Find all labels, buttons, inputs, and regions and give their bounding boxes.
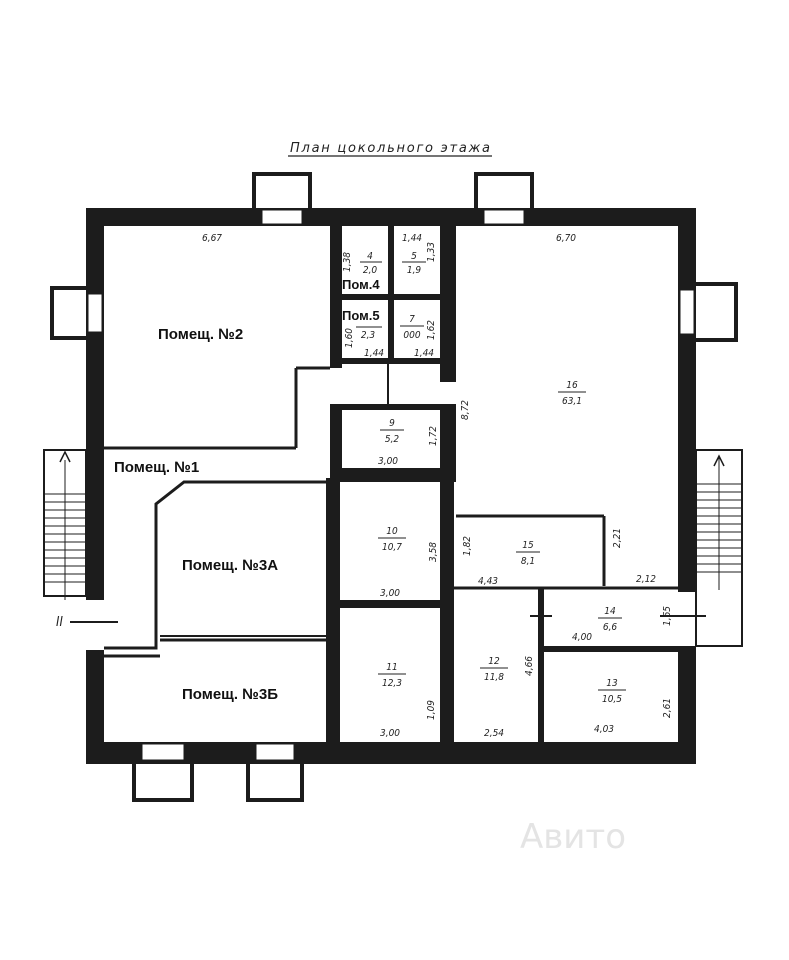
svg-text:2,61: 2,61 [662, 698, 673, 718]
room-12: 12 11,8 [480, 656, 508, 683]
window-opening-top-left [261, 209, 303, 225]
svg-text:2,0: 2,0 [363, 265, 378, 276]
room-4: 4 2,0 [360, 251, 382, 276]
room-9: 9 5,2 [380, 418, 404, 445]
svg-text:6,6: 6,6 [603, 622, 618, 633]
label-pom2: Помещ. №2 [158, 326, 243, 343]
room-14: 14 6,6 [598, 606, 622, 633]
svg-text:4,00: 4,00 [572, 632, 592, 643]
window-opening-left [87, 293, 103, 333]
svg-text:2,3: 2,3 [361, 330, 376, 341]
svg-text:2,54: 2,54 [484, 728, 504, 739]
window-opening-right [679, 289, 695, 335]
dimensions: 6,67 6,70 1,44 1,33 1,38 1,60 1,62 1,44 … [202, 233, 673, 739]
svg-text:7: 7 [409, 314, 415, 325]
svg-text:63,1: 63,1 [562, 396, 582, 407]
svg-text:3,58: 3,58 [428, 542, 439, 562]
svg-text:5,2: 5,2 [385, 434, 400, 445]
svg-text:11,8: 11,8 [484, 672, 504, 683]
svg-text:2,12: 2,12 [636, 574, 656, 585]
window-pit-right [692, 282, 738, 342]
svg-text:4,66: 4,66 [524, 656, 535, 676]
window-pit-top-right [474, 172, 534, 216]
svg-text:10,5: 10,5 [602, 694, 622, 705]
svg-text:3,00: 3,00 [378, 456, 398, 467]
room-6: 2,3 [356, 326, 382, 341]
svg-text:1,65: 1,65 [662, 606, 673, 626]
svg-text:15: 15 [522, 540, 534, 551]
svg-text:8,1: 8,1 [521, 556, 535, 567]
svg-text:10: 10 [386, 526, 398, 537]
room-13: 13 10,5 [598, 678, 626, 705]
svg-text:4,03: 4,03 [594, 724, 614, 735]
stair-left [43, 449, 87, 600]
svg-text:6,70: 6,70 [556, 233, 576, 244]
label-pom1: Помещ. №1 [114, 459, 199, 476]
room-15: 15 8,1 [516, 540, 540, 567]
svg-text:1,62: 1,62 [426, 320, 437, 340]
svg-text:1,09: 1,09 [426, 700, 437, 720]
svg-text:10,7: 10,7 [382, 542, 402, 553]
window-opening-bottom-left [141, 743, 185, 761]
svg-text:3,00: 3,00 [380, 728, 400, 739]
axis-label-ii: II [56, 615, 63, 630]
room-5: 5 1,9 [402, 251, 426, 276]
window-opening-bottom-mid [255, 743, 295, 761]
svg-text:13: 13 [606, 678, 618, 689]
interior-walls [104, 226, 678, 764]
svg-text:12,3: 12,3 [382, 678, 402, 689]
plan-title: План цокольного этажа [290, 141, 490, 156]
svg-text:11: 11 [386, 662, 397, 673]
watermark: Авито [520, 817, 626, 857]
svg-text:1,9: 1,9 [407, 265, 422, 276]
svg-text:4,43: 4,43 [478, 576, 498, 587]
svg-text:2,21: 2,21 [612, 528, 623, 548]
label-pom4: Пом.4 [342, 277, 380, 292]
svg-text:1,38: 1,38 [342, 252, 353, 272]
room-11: 11 12,3 [378, 662, 406, 689]
svg-text:4: 4 [367, 251, 373, 262]
svg-text:1,44: 1,44 [364, 348, 384, 359]
svg-text:1,72: 1,72 [428, 426, 439, 446]
room-16: 16 63,1 [558, 380, 586, 407]
svg-text:1,60: 1,60 [344, 328, 355, 348]
label-pom5: Пом.5 [342, 308, 380, 323]
svg-text:5: 5 [411, 251, 417, 262]
svg-text:6,67: 6,67 [202, 233, 222, 244]
svg-text:9: 9 [389, 418, 395, 429]
room-10: 10 10,7 [378, 526, 406, 553]
svg-text:14: 14 [604, 606, 616, 617]
svg-text:1,82: 1,82 [462, 536, 473, 556]
window-opening-top-right [483, 209, 525, 225]
svg-text:12: 12 [488, 656, 500, 667]
svg-text:1,44: 1,44 [402, 233, 422, 244]
svg-text:8,72: 8,72 [460, 400, 471, 420]
label-pom3b: Помещ. №3Б [182, 686, 278, 703]
room-7: 7 000 [400, 314, 424, 341]
svg-text:000: 000 [403, 330, 420, 341]
svg-text:3,00: 3,00 [380, 588, 400, 599]
svg-text:1,33: 1,33 [426, 242, 437, 262]
svg-text:16: 16 [566, 380, 578, 391]
label-pom3a: Помещ. №3А [182, 557, 278, 574]
svg-text:1,44: 1,44 [414, 348, 434, 359]
